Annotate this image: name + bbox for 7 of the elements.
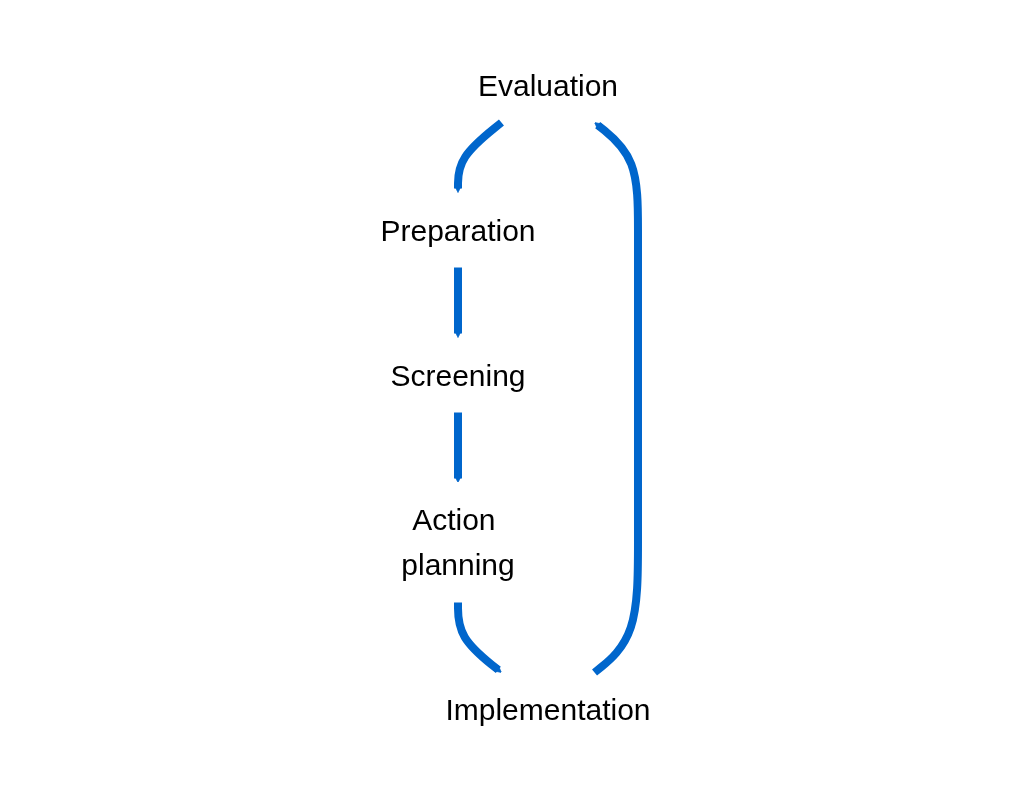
node-text: Evaluation: [478, 68, 619, 102]
node-text: Action planning: [401, 503, 515, 582]
node-text: Screening: [390, 358, 526, 392]
arrow: [592, 121, 643, 676]
node-text: Preparation: [380, 213, 536, 247]
node-text: Implementation: [445, 693, 651, 727]
arrow: [453, 119, 505, 193]
